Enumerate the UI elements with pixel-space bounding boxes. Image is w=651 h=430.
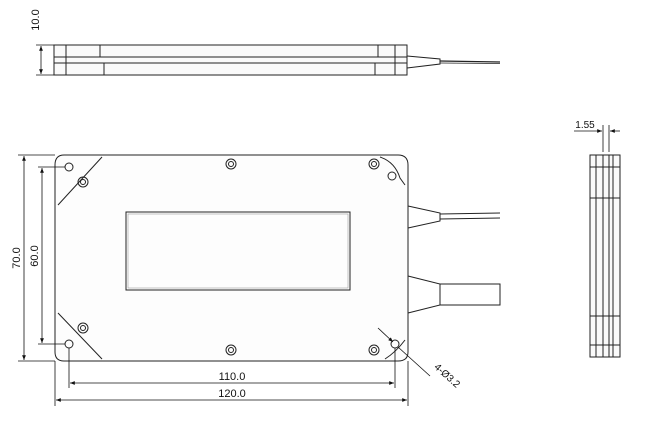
screw-bottom-center <box>225 344 237 356</box>
label-window <box>125 211 351 291</box>
front-view-outline <box>54 154 409 362</box>
screw-top-right <box>368 158 380 170</box>
side-view <box>53 44 501 76</box>
screw-top-left <box>77 176 89 188</box>
side-view-fiber <box>439 60 501 63</box>
screw-bottom-left <box>77 322 89 334</box>
end-view-body <box>589 154 621 358</box>
end-view <box>589 154 621 358</box>
side-view-right-step <box>374 62 408 76</box>
fiber-boot-lower <box>407 275 441 314</box>
thickness-label: 1.55 <box>575 120 595 131</box>
hole-callout-leader <box>377 327 431 377</box>
fiber-upper-b <box>439 217 501 220</box>
side-view-body <box>53 44 408 76</box>
height-outer-label: 70.0 <box>11 247 23 268</box>
side-view-left-tab <box>53 44 67 76</box>
height-holes-label: 60.0 <box>29 245 41 266</box>
screw-bottom-right <box>368 344 380 356</box>
vertical-dimensions <box>18 154 65 362</box>
width-outer-label: 120.0 <box>218 388 246 400</box>
screw-top-center <box>225 158 237 170</box>
height-label: 10.0 <box>30 9 42 30</box>
side-view-left-step <box>65 62 105 76</box>
mounting-hole-top-right <box>387 171 397 181</box>
hole-callout-label: 4-Ø3.2 <box>432 362 462 391</box>
width-holes-label: 110.0 <box>219 371 246 383</box>
height-dimension <box>36 44 54 76</box>
fiber-lower-cable <box>439 283 501 306</box>
horizontal-dimensions <box>54 348 409 406</box>
screws <box>77 158 380 356</box>
fiber-upper-a <box>439 212 501 215</box>
front-view <box>54 154 501 362</box>
side-view-fiber-boot <box>406 55 441 69</box>
thickness-dimension <box>574 125 620 152</box>
fiber-boot-upper <box>407 205 441 229</box>
